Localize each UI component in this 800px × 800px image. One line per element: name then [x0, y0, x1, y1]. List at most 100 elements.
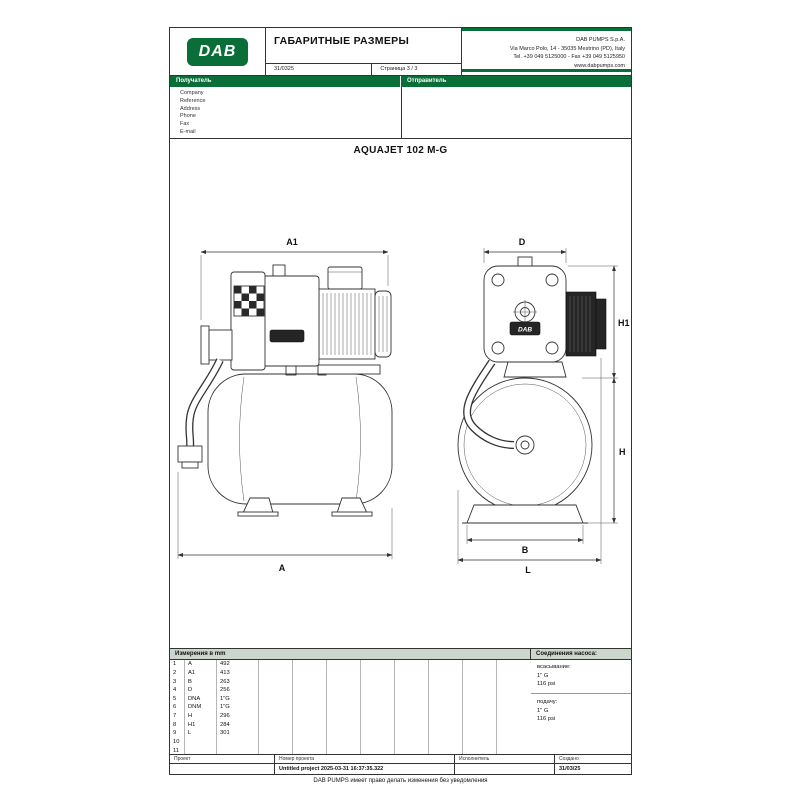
project-label: Проект: [170, 755, 275, 764]
column-divider: [496, 660, 497, 755]
sender-label: Отправитель: [401, 76, 631, 87]
company-address: Via Marco Polo, 14 - 35035 Mestrino (PD)…: [509, 45, 625, 52]
header-title-cell: ГАБАРИТНЫЕ РАЗМЕРЫ 31/0325 Страница 3 / …: [266, 28, 462, 75]
suction-pressure: 116 psi: [537, 681, 556, 688]
document-number: 31/0325: [274, 66, 294, 72]
lower-elbow: [177, 445, 203, 463]
bolt-hole-tl: [491, 273, 505, 287]
pump-bracket: [317, 364, 381, 375]
foot-plate-left: [237, 511, 279, 517]
product-title: AQUAJET 102 M-G: [353, 145, 448, 156]
bolt-hole-tr: [545, 273, 559, 287]
dim-label-h1: H1: [618, 318, 630, 328]
a1-extension-lines: [200, 255, 389, 320]
company-info: DAB PUMPS S.p.A. Via Marco Polo, 14 - 35…: [462, 28, 631, 75]
tank-seam-left: [239, 376, 245, 502]
column-divider: [326, 660, 327, 755]
suction-hose: [186, 358, 223, 448]
document-title: ГАБАРИТНЫЕ РАЗМЕРЫ: [274, 35, 410, 47]
column-divider: [292, 660, 293, 755]
created-label: Создано: [555, 755, 631, 764]
company-website: www.dabpumps.com: [574, 62, 625, 69]
bolt-hole-br: [545, 341, 559, 355]
address-divider: [400, 87, 402, 138]
tank-port: [515, 435, 535, 455]
company-phone: Tel. +39 049 5125000 - Fax +39 049 51259…: [513, 54, 625, 61]
document-header: DAB ГАБАРИТНЫЕ РАЗМЕРЫ 31/0325 Страница …: [170, 28, 631, 76]
column-divider: [258, 660, 259, 755]
motor-end-cap: [595, 298, 607, 350]
l-extension-lines: [457, 358, 602, 564]
suction-flange: [200, 325, 210, 365]
project-number-value: Untitled project 2025-03-31 16:37:35.322: [275, 764, 455, 774]
executor-value: [455, 764, 555, 774]
pump-support: [503, 361, 567, 378]
delivery-value: 1" G: [537, 707, 549, 714]
pump-logo-text: DAB: [518, 327, 532, 334]
logo-cell: DAB: [170, 28, 266, 75]
column-divider: [394, 660, 395, 755]
checker-squares: [234, 286, 264, 316]
dim-label-l: L: [525, 565, 531, 575]
column-divider: [462, 660, 463, 755]
terminal-box: [327, 266, 363, 290]
delivery-pressure: 116 psi: [537, 716, 556, 723]
column-divider: [184, 660, 185, 755]
delivery-label: подачу:: [537, 699, 558, 706]
measurements-header: Измерения в mm: [170, 649, 531, 660]
product-name-plate: [269, 329, 305, 343]
field-address: Address: [180, 105, 201, 112]
footer-block: Проект Номер проекта Исполнитель Создано…: [170, 754, 631, 774]
tank-seam-right: [355, 376, 361, 502]
front-view: DAB D H1: [457, 237, 630, 575]
dim-label-a1: A1: [286, 237, 298, 247]
project-value: [170, 764, 275, 774]
disclaimer-text: DAB PUMPS имеет право делать изменения б…: [313, 778, 488, 784]
motor-fins: [322, 293, 372, 355]
recipient-label: Получатель: [170, 76, 400, 87]
table-header-row: Измерения в mm Соединения насоса:: [170, 649, 631, 660]
parties-row: Получатель Отправитель: [170, 76, 631, 87]
foot-plate-right: [331, 511, 373, 517]
address-block: Company Reference Address Phone Fax E-ma…: [170, 87, 631, 139]
b-extension-lines: [466, 525, 584, 544]
green-accent-bar-bottom: [462, 69, 631, 72]
green-accent-bar-top: [462, 28, 631, 31]
address-field-labels: Company Reference Address Phone Fax E-ma…: [180, 90, 205, 137]
field-email: E-mail: [180, 128, 196, 135]
dab-logo: DAB: [186, 37, 249, 66]
d-extension-lines: [483, 248, 567, 263]
priming-plug: [272, 264, 286, 277]
suction-elbow: [208, 329, 233, 361]
dim-label-a: A: [279, 563, 286, 573]
crosshair: [513, 300, 537, 324]
executor-label: Исполнитель: [455, 755, 555, 764]
connections-divider: [531, 693, 631, 695]
motor-cylinder: [565, 291, 597, 357]
bolt-hole-bl: [491, 341, 505, 355]
suction-label: всасывание:: [537, 664, 571, 670]
page-indicator: Страница 3 / 3: [371, 64, 461, 75]
pump-connections: всасывание: 1" G 116 psi подачу: 1" G 11…: [531, 660, 631, 755]
dim-label-d: D: [519, 237, 526, 247]
side-view: A1 A: [177, 237, 393, 573]
a-extension-lines: [177, 472, 393, 559]
project-number-label: Номер проекта: [275, 755, 455, 764]
column-divider: [428, 660, 429, 755]
pump-logo-plate: [509, 321, 541, 336]
tank-base: [466, 504, 584, 524]
technical-drawing: A1 A: [177, 237, 630, 575]
company-name: DAB PUMPS S.p.A.: [576, 37, 625, 43]
fan-cover-slots: [378, 296, 388, 352]
